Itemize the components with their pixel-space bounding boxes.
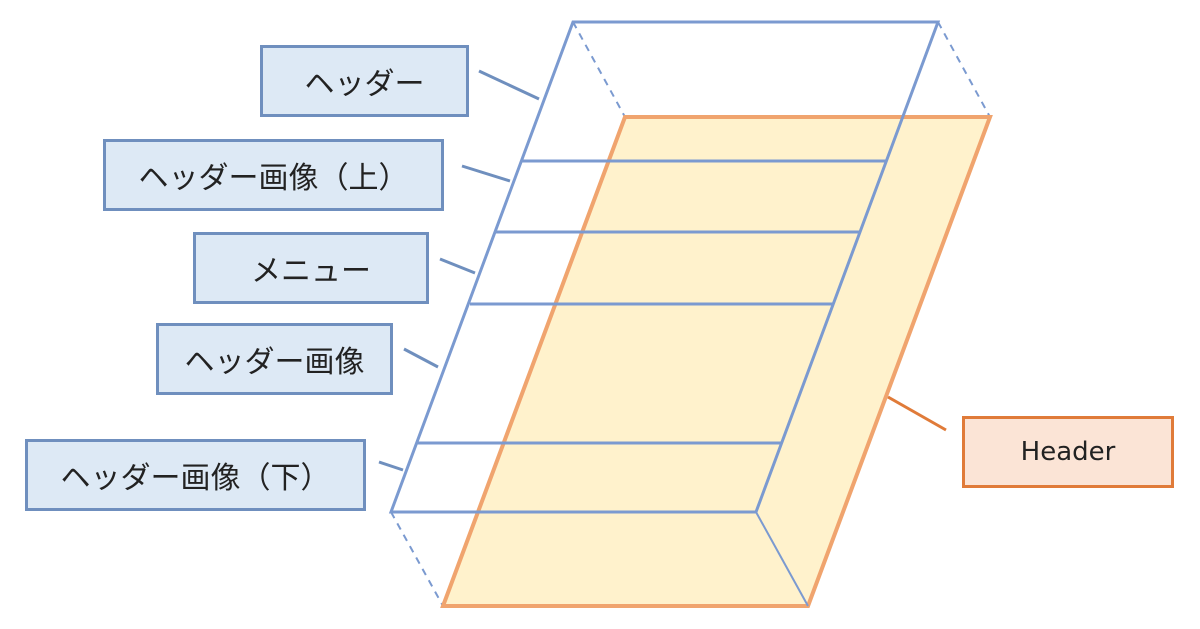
label-header-image: ヘッダー画像: [156, 323, 393, 395]
label-header-en: Header: [962, 416, 1174, 488]
depth-edge-top-left: [572, 21, 626, 118]
label-header-jp: ヘッダー: [260, 45, 469, 117]
label-header-image-bottom: ヘッダー画像（下）: [25, 439, 366, 511]
header-plane: [440, 115, 993, 608]
depth-edge-bottom-left: [390, 511, 444, 607]
connector-menu: [439, 257, 476, 275]
connector-header-image-bottom: [378, 460, 404, 472]
depth-edge-top-right: [937, 21, 991, 118]
label-header-image-top: ヘッダー画像（上）: [103, 139, 444, 211]
connector-header-jp: [478, 69, 540, 101]
label-menu: メニュー: [193, 232, 429, 304]
connector-header-en: [887, 395, 947, 432]
connector-header-image: [403, 347, 439, 369]
depth-edge-bottom-right: [755, 511, 809, 607]
connector-header-image-top: [461, 164, 511, 183]
